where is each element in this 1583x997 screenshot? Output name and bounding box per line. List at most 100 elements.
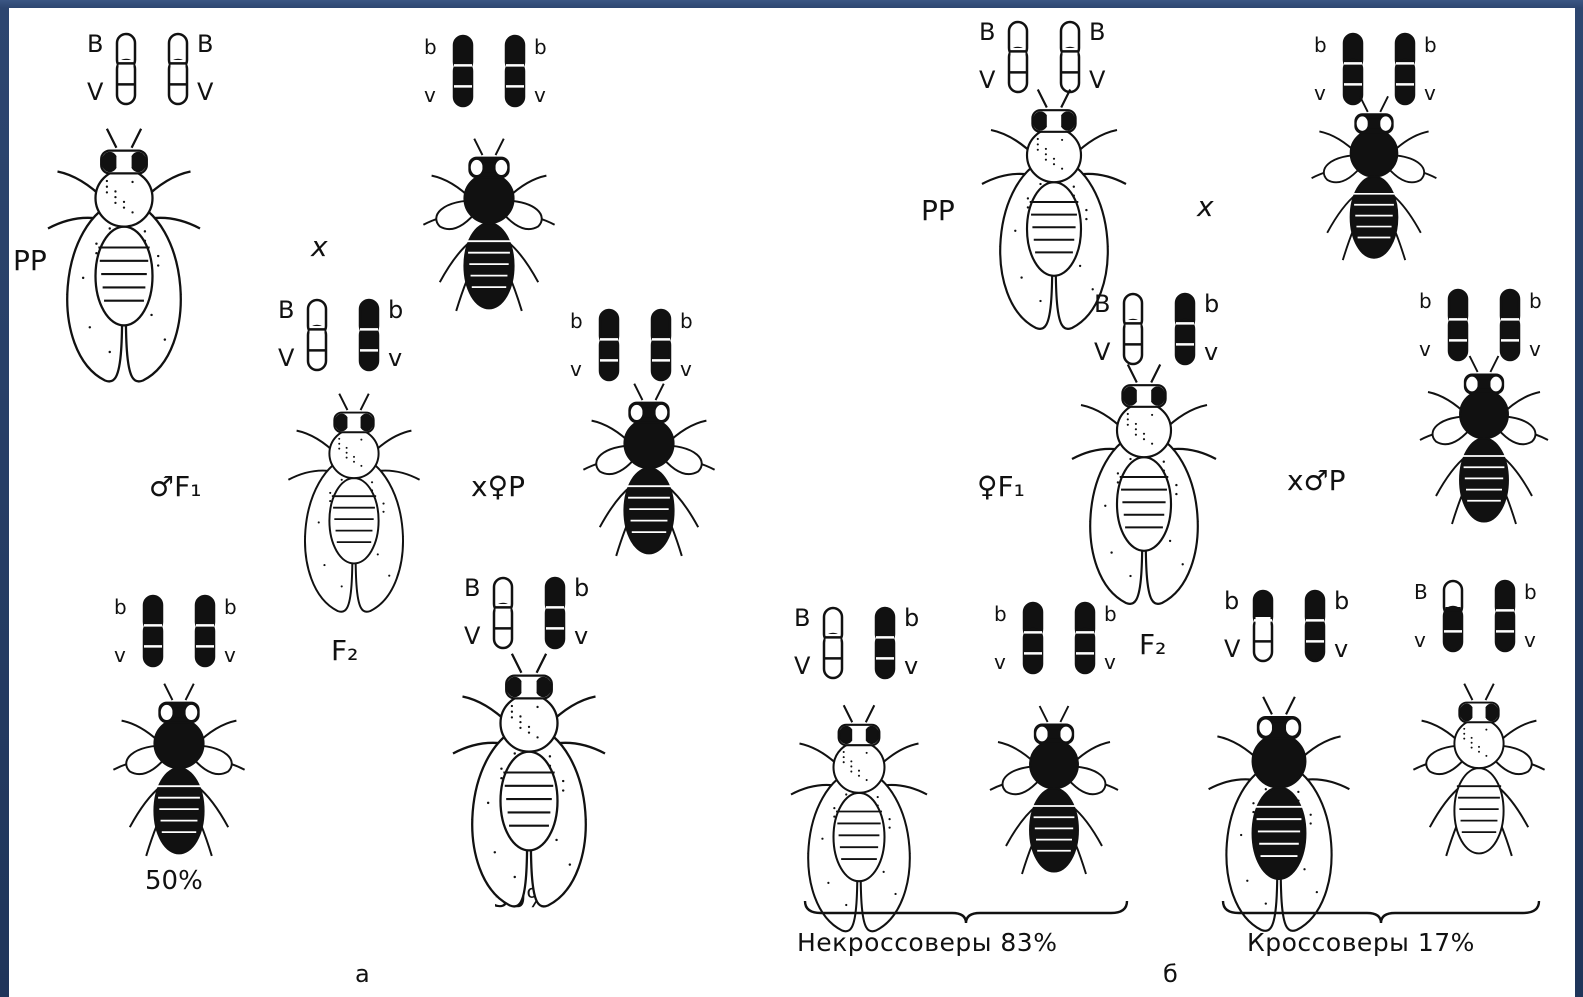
b-parent-black-genotype-chromosome-right — [1396, 34, 1414, 104]
b-cross-black-long-genotype-allele-left-top: b — [1224, 587, 1239, 615]
a-parent-gray-fly-thorax — [96, 170, 153, 227]
a-parent-black-genotype-allele-left-bottom: v — [424, 83, 436, 107]
diagram-sheet: PP x ♂F₁ x♀P F₂ 50% 50% а PP x ♀F₁ x♂P F… — [9, 8, 1575, 997]
a-parent-gray-genotype-allele-left-top: B — [87, 30, 103, 58]
a-f1-genotype-chromosome-right — [360, 300, 378, 370]
b-f1-fly-antennae — [1128, 365, 1160, 383]
b-cross-black-long-genotype-allele-left-bottom: V — [1224, 635, 1241, 663]
a-parent-black-fly-antennae — [474, 139, 504, 155]
a-f2-gray-genotype-allele-right-bottom: v — [574, 622, 588, 650]
genetics-artwork: BVBVbvbvBVbvbvbvbvbvBVbvBVBVbvbvBVbvbvbv… — [9, 8, 1575, 997]
a-backcross-genotype-allele-right-bottom: v — [680, 357, 692, 381]
b-noncross-black-genotype-allele-left-bottom: v — [994, 650, 1006, 674]
b-cross-black-long-fly-eye-left — [1259, 719, 1273, 737]
a-f2-gray-fly-antennae — [512, 654, 546, 673]
b-noncross-black-genotype-allele-left-top: b — [994, 602, 1007, 626]
b-parent-gray-fly-thorax — [1027, 128, 1081, 182]
a-backcross-genotype-chromosome-left — [600, 310, 618, 380]
a-f1-fly-eye-right — [360, 414, 373, 430]
b-backcross-genotype-chromosome-left — [1449, 290, 1467, 360]
a-backcross-fly-thorax — [624, 419, 673, 468]
a-f2-gray-genotype-chromosome-left — [494, 578, 512, 648]
a-parent-gray-genotype-allele-right-top: B — [197, 30, 213, 58]
a-f1-fly-eye-left — [335, 414, 348, 430]
b-f1-fly-thorax — [1117, 403, 1171, 457]
b-parent-gray-genotype-chromosome-right — [1061, 22, 1079, 92]
b-backcross-genotype-allele-left-top: b — [1419, 289, 1432, 313]
b-noncross-gray-fly-antennae — [844, 705, 875, 722]
a-f2-black-fly-thorax — [154, 719, 203, 768]
b-f1-genotype-allele-left-bottom: V — [1094, 338, 1111, 366]
a-parent-gray-genotype-allele-left-bottom: V — [87, 78, 104, 106]
b-parent-gray-genotype-allele-right-bottom: V — [1089, 66, 1106, 94]
a-parent-gray-fly-antennae — [107, 129, 141, 148]
a-backcross-fly-eye-left — [630, 404, 643, 420]
b-parent-black-fly-thorax — [1351, 130, 1398, 177]
a-f2-gray-genotype: BVbv — [464, 574, 589, 650]
b-parent-black-genotype-chromosome-left — [1344, 34, 1362, 104]
b-backcross-genotype-allele-right-top: b — [1529, 289, 1542, 313]
b-cross-black-long-fly-eye-right — [1285, 719, 1299, 737]
b-cross-gray-short-genotype-allele-right-top: b — [1524, 580, 1537, 604]
b-parent-gray-fly-abdomen — [1027, 182, 1081, 276]
b-cross-black-long-genotype-chromosome-right — [1306, 591, 1324, 661]
b-parent-gray-genotype-allele-left-bottom: V — [979, 66, 996, 94]
b-backcross-fly — [1420, 356, 1548, 524]
b-parent-gray-genotype-allele-right-top: B — [1089, 18, 1105, 46]
b-noncross-gray-genotype-allele-right-bottom: v — [904, 652, 918, 680]
b-parent-black-genotype-allele-left-bottom: v — [1314, 81, 1326, 105]
a-f2-black-fly-eye-left — [160, 704, 173, 720]
a-parent-gray-fly-eye-left — [102, 153, 117, 172]
b-noncross-gray-fly-abdomen — [834, 793, 885, 881]
a-f2-black-genotype-chromosome-left — [144, 596, 162, 666]
a-parent-black-fly — [423, 139, 554, 311]
b-parent-gray-genotype-allele-left-top: B — [979, 18, 995, 46]
a-f2-gray-fly-abdomen — [501, 752, 558, 851]
b-f1-fly-eye-right — [1150, 387, 1164, 405]
a-f2-gray-fly — [453, 654, 605, 907]
a-backcross-fly-abdomen — [624, 468, 673, 553]
b-f1-fly-abdomen — [1117, 457, 1171, 551]
b-backcross-genotype: bvbv — [1419, 289, 1542, 361]
b-cross-gray-short-fly-antennae — [1464, 684, 1494, 700]
a-backcross-genotype-chromosome-right — [652, 310, 670, 380]
a-parent-black-fly-thorax — [464, 174, 513, 223]
a-f1-genotype-allele-right-bottom: v — [388, 344, 402, 372]
b-backcross-genotype-allele-left-bottom: v — [1419, 337, 1431, 361]
a-f1-genotype-chromosome-left — [308, 300, 326, 370]
a-f2-black-genotype-allele-right-bottom: v — [224, 643, 236, 667]
a-f2-black-genotype-allele-left-bottom: v — [114, 643, 126, 667]
a-f2-black-genotype: bvbv — [114, 595, 237, 667]
b-noncross-black-genotype-chromosome-left — [1024, 603, 1042, 673]
b-parent-black-fly-eye-left — [1356, 116, 1368, 132]
a-parent-black-genotype-chromosome-left — [454, 36, 472, 106]
a-f2-gray-fly-eye-left — [507, 678, 522, 697]
a-parent-gray-genotype-chromosome-left — [117, 34, 135, 104]
b-cross-black-long-fly-abdomen — [1253, 787, 1306, 879]
a-parent-black-genotype-chromosome-right — [506, 36, 524, 106]
b-cross-black-long-fly — [1209, 697, 1350, 931]
b-f1-genotype-allele-left-top: B — [1094, 290, 1110, 318]
b-cross-black-long-genotype-allele-right-top: b — [1334, 587, 1349, 615]
a-parent-gray-fly-eye-right — [131, 153, 146, 172]
a-parent-black-genotype-allele-right-bottom: v — [534, 83, 546, 107]
b-noncross-black-genotype-chromosome-right — [1076, 603, 1094, 673]
b-f1-genotype-chromosome-right — [1176, 294, 1194, 364]
b-parent-black-fly — [1312, 96, 1437, 260]
a-f1-fly-antennae — [339, 394, 369, 410]
a-backcross-fly — [583, 384, 714, 556]
a-f2-black-genotype-chromosome-right — [196, 596, 214, 666]
b-f1-genotype-allele-right-bottom: v — [1204, 338, 1218, 366]
a-f2-gray-fly-eye-right — [536, 678, 551, 697]
b-cross-gray-short-genotype-allele-right-bottom: v — [1524, 628, 1536, 652]
a-f2-gray-genotype-allele-left-top: B — [464, 574, 480, 602]
a-f2-gray-genotype-allele-right-top: b — [574, 574, 589, 602]
a-backcross-fly-antennae — [634, 384, 664, 400]
